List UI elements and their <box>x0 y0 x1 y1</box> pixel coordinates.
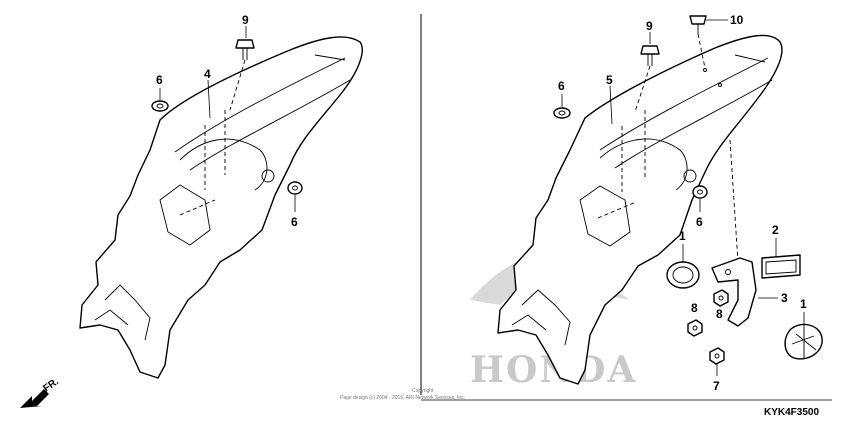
bolt-9-left <box>229 26 255 111</box>
bolt-9-right <box>634 32 660 113</box>
leader-4 <box>207 79 211 119</box>
callout-6-left-top: 6 <box>156 73 163 87</box>
callout-9-right: 9 <box>646 19 653 33</box>
copyright-heading: Copyright <box>412 388 434 394</box>
reflector-1-left <box>666 244 700 289</box>
callout-3: 3 <box>781 291 788 305</box>
leader-5 <box>609 85 613 125</box>
grommet-6-right-side <box>692 185 708 212</box>
grommet-6-right-top <box>553 94 571 119</box>
callout-6-left-side: 6 <box>291 215 298 229</box>
callout-1-right: 1 <box>800 297 807 311</box>
rear-fender-right <box>497 34 783 385</box>
callout-10: 10 <box>730 13 744 27</box>
callout-7: 7 <box>713 379 720 393</box>
front-direction-arrow: FR. <box>20 376 61 408</box>
grommet-6-left-top <box>151 88 169 112</box>
callout-1-left: 1 <box>679 229 686 243</box>
grommet-6-left-side <box>287 181 303 212</box>
rear-fender-left <box>79 36 363 379</box>
license-stay-3 <box>711 139 778 327</box>
nut-7 <box>709 347 725 376</box>
nut-8-lower <box>687 319 703 337</box>
callout-5: 5 <box>606 73 613 87</box>
diagram-code: KYK4F3500 <box>764 407 819 418</box>
callout-8-upper: 8 <box>716 307 723 321</box>
callout-8-lower: 8 <box>691 301 698 315</box>
callout-6-right-top: 6 <box>558 79 565 93</box>
callout-6-right-side: 6 <box>696 215 703 229</box>
rivet-10 <box>689 15 728 69</box>
nut-8-upper <box>713 289 729 307</box>
license-light-2 <box>761 238 801 279</box>
reflector-1-right <box>784 312 823 360</box>
callout-2: 2 <box>772 223 779 237</box>
callout-9-left: 9 <box>242 13 249 27</box>
callout-4: 4 <box>204 67 211 81</box>
copyright-line: Page design (c) 2004 - 2016, ARI Network… <box>340 395 465 401</box>
